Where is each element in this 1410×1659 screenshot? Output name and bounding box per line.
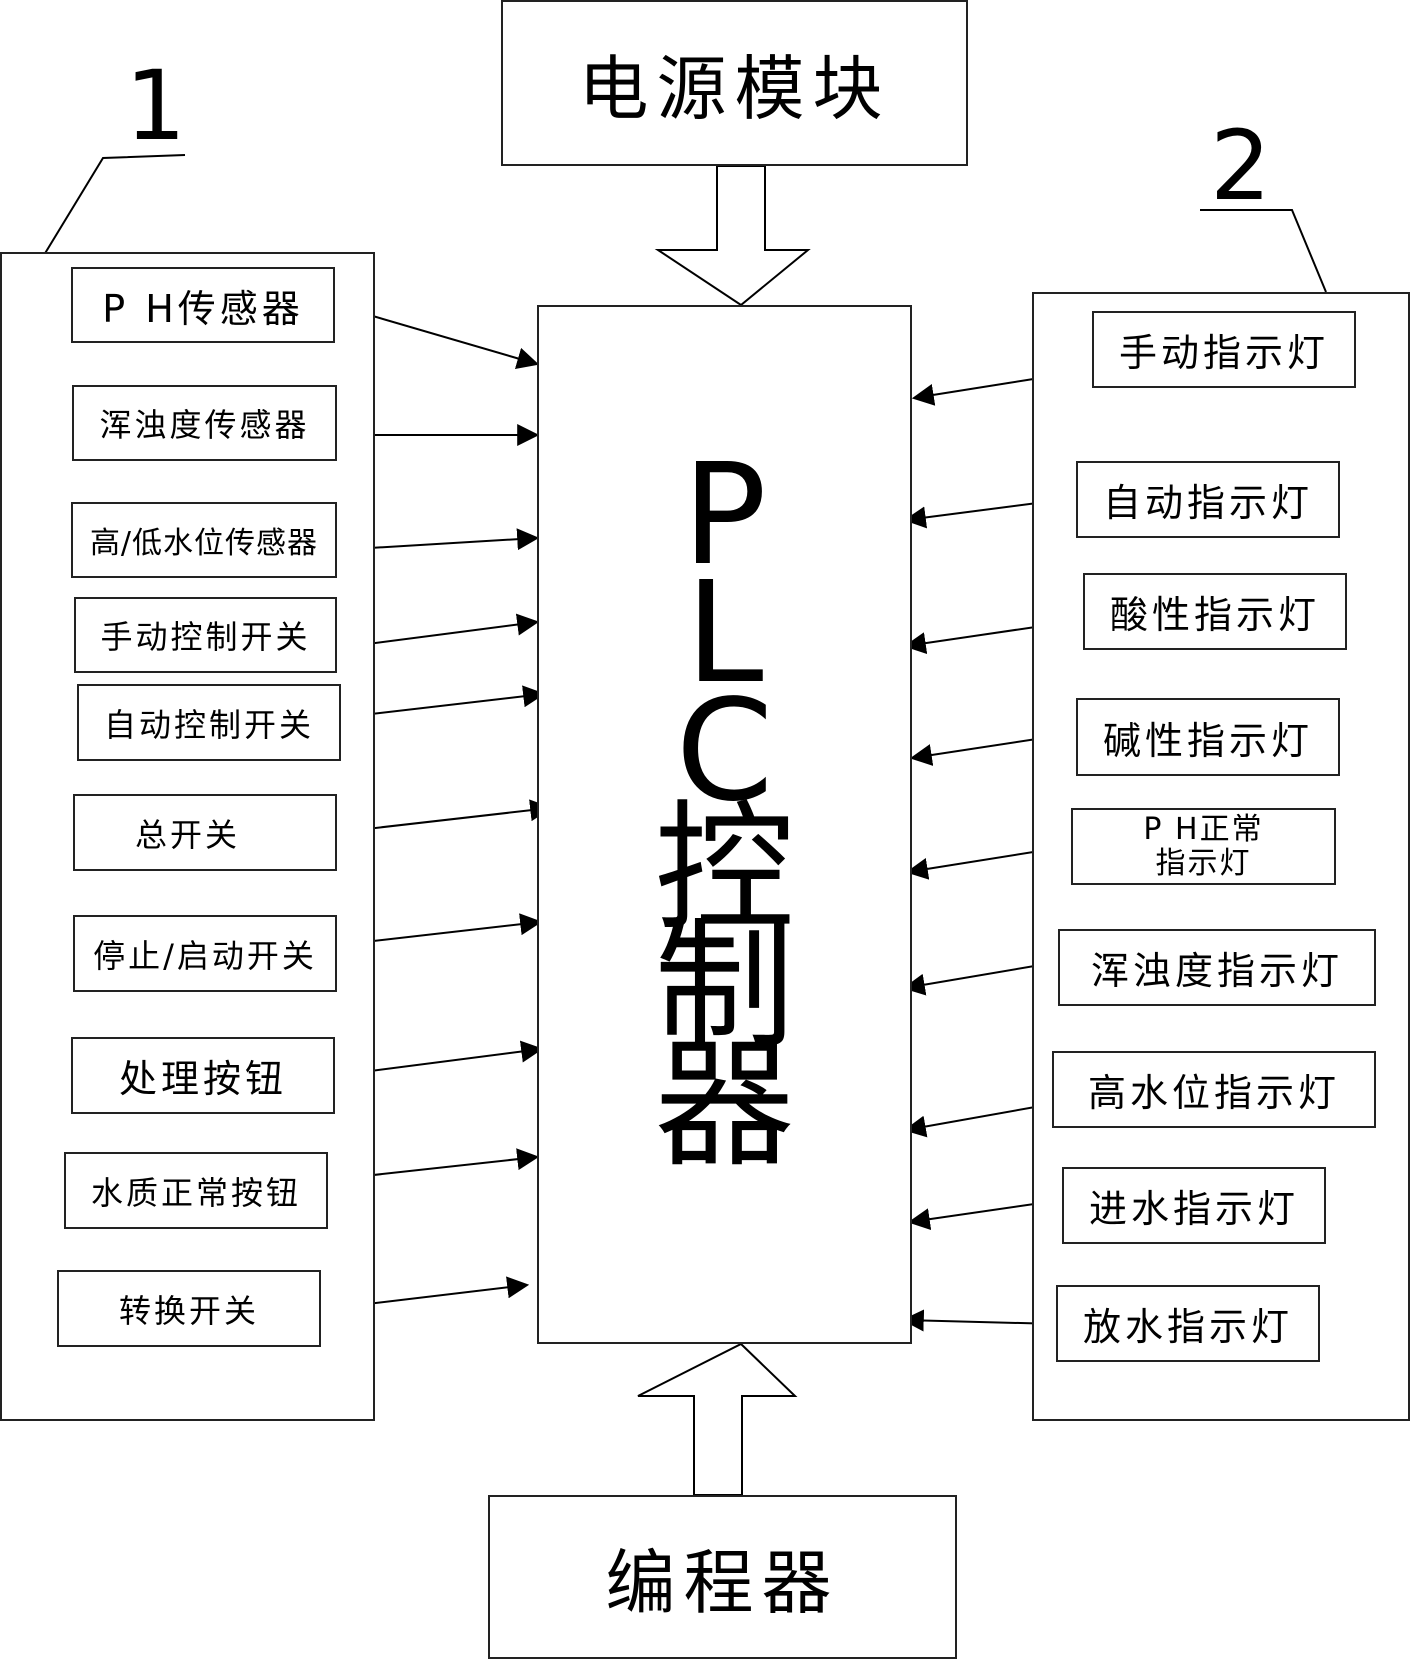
power-module-box: 电源模块 — [501, 0, 968, 166]
input-label: 高/低水位传感器 — [89, 526, 319, 561]
input-label: 总开关 — [135, 815, 241, 854]
plc-char: L — [685, 552, 764, 715]
arrow-in-6 — [339, 799, 553, 833]
input-label: 浑浊度传感器 — [99, 406, 310, 444]
input-main-switch: 总开关 — [73, 794, 337, 871]
programmer-arrow — [637, 1342, 798, 1496]
output-label: 自动指示灯 — [1102, 481, 1313, 525]
input-label: 水质正常按钮 — [90, 1173, 301, 1212]
output-label: 高水位指示灯 — [1087, 1071, 1340, 1115]
arrow-out-7 — [903, 1103, 1053, 1138]
output-inlet-light: 进水指示灯 — [1062, 1167, 1326, 1244]
input-ph-sensor: P H传感器 — [71, 267, 335, 343]
input-water-level-sensor: 高/低水位传感器 — [71, 502, 337, 578]
output-alkaline-light: 碱性指示灯 — [1076, 698, 1340, 776]
group-number-1: 1 — [125, 50, 187, 162]
output-acid-light: 酸性指示灯 — [1083, 573, 1347, 650]
output-label: 手动指示灯 — [1118, 331, 1329, 375]
output-label: 酸性指示灯 — [1109, 593, 1320, 637]
plc-controller-box: P L C 控 制 器 — [537, 305, 912, 1344]
input-auto-switch: 自动控制开关 — [77, 684, 341, 761]
power-module-label: 电源模块 — [578, 47, 891, 130]
input-stop-start-switch: 停止/启动开关 — [73, 915, 337, 992]
programmer-label: 编程器 — [605, 1541, 840, 1624]
power-arrow — [654, 165, 811, 307]
output-high-level-light: 高水位指示灯 — [1052, 1051, 1376, 1128]
output-label: 进水指示灯 — [1088, 1187, 1299, 1231]
input-changeover-switch: 转换开关 — [57, 1270, 321, 1347]
plc-char: 器 — [654, 1024, 795, 1187]
leader-line-1 — [43, 154, 186, 256]
input-turbidity-sensor: 浑浊度传感器 — [72, 385, 337, 461]
plc-char: 制 — [654, 906, 795, 1069]
output-label: 浑浊度指示灯 — [1090, 949, 1343, 993]
input-water-normal-button: 水质正常按钮 — [64, 1152, 328, 1229]
output-auto-light: 自动指示灯 — [1076, 461, 1340, 538]
leader-line-2 — [1200, 209, 1327, 293]
output-label-line2: 指示灯 — [1155, 845, 1252, 881]
output-drain-light: 放水指示灯 — [1056, 1285, 1320, 1362]
output-label: 放水指示灯 — [1082, 1305, 1293, 1349]
output-label: 碱性指示灯 — [1102, 718, 1313, 763]
group-number-2: 2 — [1210, 110, 1272, 222]
output-turbidity-light: 浑浊度指示灯 — [1058, 929, 1376, 1006]
input-process-button: 处理按钮 — [71, 1037, 335, 1114]
input-label: 手动控制开关 — [100, 618, 311, 656]
output-manual-light: 手动指示灯 — [1092, 311, 1356, 388]
plc-controller-label: P L C 控 制 器 — [654, 434, 795, 1187]
input-manual-switch: 手动控制开关 — [74, 597, 337, 673]
plc-char: 控 — [654, 788, 795, 951]
output-ph-normal-light: P H正常 指示灯 — [1071, 808, 1336, 885]
input-label: 处理按钮 — [118, 1057, 287, 1101]
arrow-out-9 — [901, 1309, 1058, 1332]
input-label: P H传感器 — [102, 286, 304, 331]
output-label-line1: P H正常 — [1143, 811, 1264, 847]
plc-char: C — [675, 670, 774, 833]
input-label: 转换开关 — [118, 1291, 259, 1330]
input-label: 自动控制开关 — [103, 705, 314, 744]
plc-char: P — [682, 434, 767, 597]
programmer-box: 编程器 — [488, 1495, 957, 1659]
input-label: 停止/启动开关 — [93, 936, 317, 975]
